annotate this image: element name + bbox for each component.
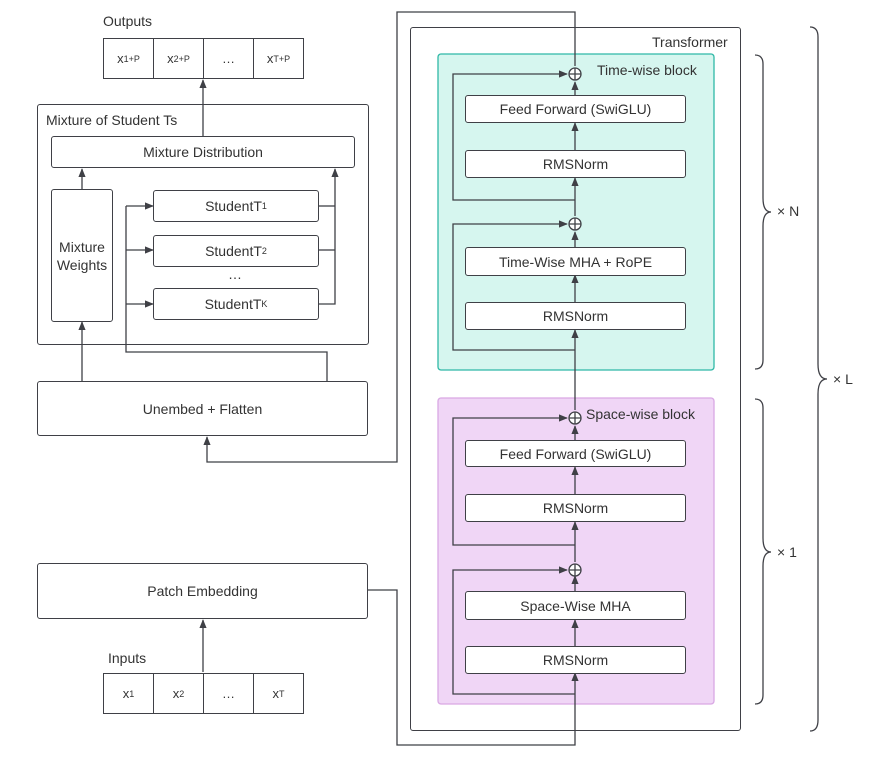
sum-node-space-mid (568, 563, 582, 577)
repeat-l-label: × L (833, 371, 853, 387)
input-cell-sub: T (279, 688, 285, 699)
student-t-label: StudentT (204, 296, 262, 312)
patch-embedding-box: Patch Embedding (37, 563, 368, 619)
time-block-title: Time-wise block (597, 62, 697, 78)
output-cell-base: … (222, 51, 235, 66)
residual-space-2 (452, 414, 575, 546)
time-rmsnorm-top-box: RMSNorm (465, 150, 686, 178)
mixture-title: Mixture of Student Ts (46, 112, 178, 128)
output-cell-base: x (167, 51, 174, 66)
repeat-1-label: × 1 (777, 544, 797, 560)
output-cell-sub: 1+P (123, 53, 140, 64)
students-ellipsis: … (228, 266, 242, 282)
input-cell-sub: 2 (179, 688, 185, 699)
unembed-flatten-box: Unembed + Flatten (37, 381, 368, 436)
input-cell-base: x (172, 686, 180, 701)
time-mha-rope-box: Time-Wise MHA + RoPE (465, 247, 686, 276)
output-cell-sub: T+P (273, 53, 291, 64)
arrow-transformer-to-unembed (203, 11, 576, 463)
brace-space-1 (754, 398, 772, 705)
mixture-weights-label: Mixture Weights (56, 238, 108, 273)
brace-time-n (754, 54, 772, 370)
residual-time-1 (452, 220, 575, 351)
time-wise-block-bg (437, 53, 715, 371)
space-block-title: Space-wise block (586, 406, 695, 422)
student-t-label: StudentT (205, 243, 262, 259)
residual-time-2 (452, 70, 575, 201)
repeat-n-label: × N (777, 203, 800, 219)
output-cell: … (203, 38, 254, 79)
mixture-weights-box: Mixture Weights (51, 189, 113, 322)
output-cell-base: x (266, 51, 274, 66)
arrow-patch-to-transformer (368, 589, 579, 746)
sum-node-time-mid (568, 217, 582, 231)
input-cell-base: x (122, 686, 130, 701)
unembed-to-students-trunk (125, 206, 328, 381)
space-ff-box: Feed Forward (SwiGLU) (465, 440, 686, 467)
student-t-sub: 2 (261, 246, 267, 256)
sum-node-space-top (568, 411, 582, 425)
output-cell-base: x (117, 51, 124, 66)
residual-space-1 (452, 566, 575, 695)
space-wise-block-bg (437, 397, 715, 705)
mixture-distribution-box: Mixture Distribution (51, 136, 355, 168)
input-cell-base: x (272, 686, 280, 701)
output-cell-sub: 2+P (173, 53, 190, 64)
time-rmsnorm-bottom-box: RMSNorm (465, 302, 686, 330)
outputs-title: Outputs (103, 13, 153, 29)
space-mha-box: Space-Wise MHA (465, 591, 686, 620)
student-k-to-distribution (319, 168, 339, 305)
student-t-sub: K (261, 299, 268, 309)
brace-transformer-l (809, 26, 828, 732)
sum-node-time-top (568, 67, 582, 81)
student-t-sub: 1 (261, 201, 267, 211)
space-rmsnorm-top-box: RMSNorm (465, 494, 686, 522)
transformer-title: Transformer (652, 34, 728, 50)
transformer-frame (410, 27, 741, 731)
input-cell-base: … (222, 686, 235, 701)
time-ff-box: Feed Forward (SwiGLU) (465, 95, 686, 123)
space-rmsnorm-bottom-box: RMSNorm (465, 646, 686, 674)
student-t-label: StudentT (205, 198, 262, 214)
input-cell: … (203, 673, 254, 714)
mixture-frame (37, 104, 369, 345)
inputs-title: Inputs (108, 650, 147, 666)
input-cell-sub: 1 (129, 688, 135, 699)
